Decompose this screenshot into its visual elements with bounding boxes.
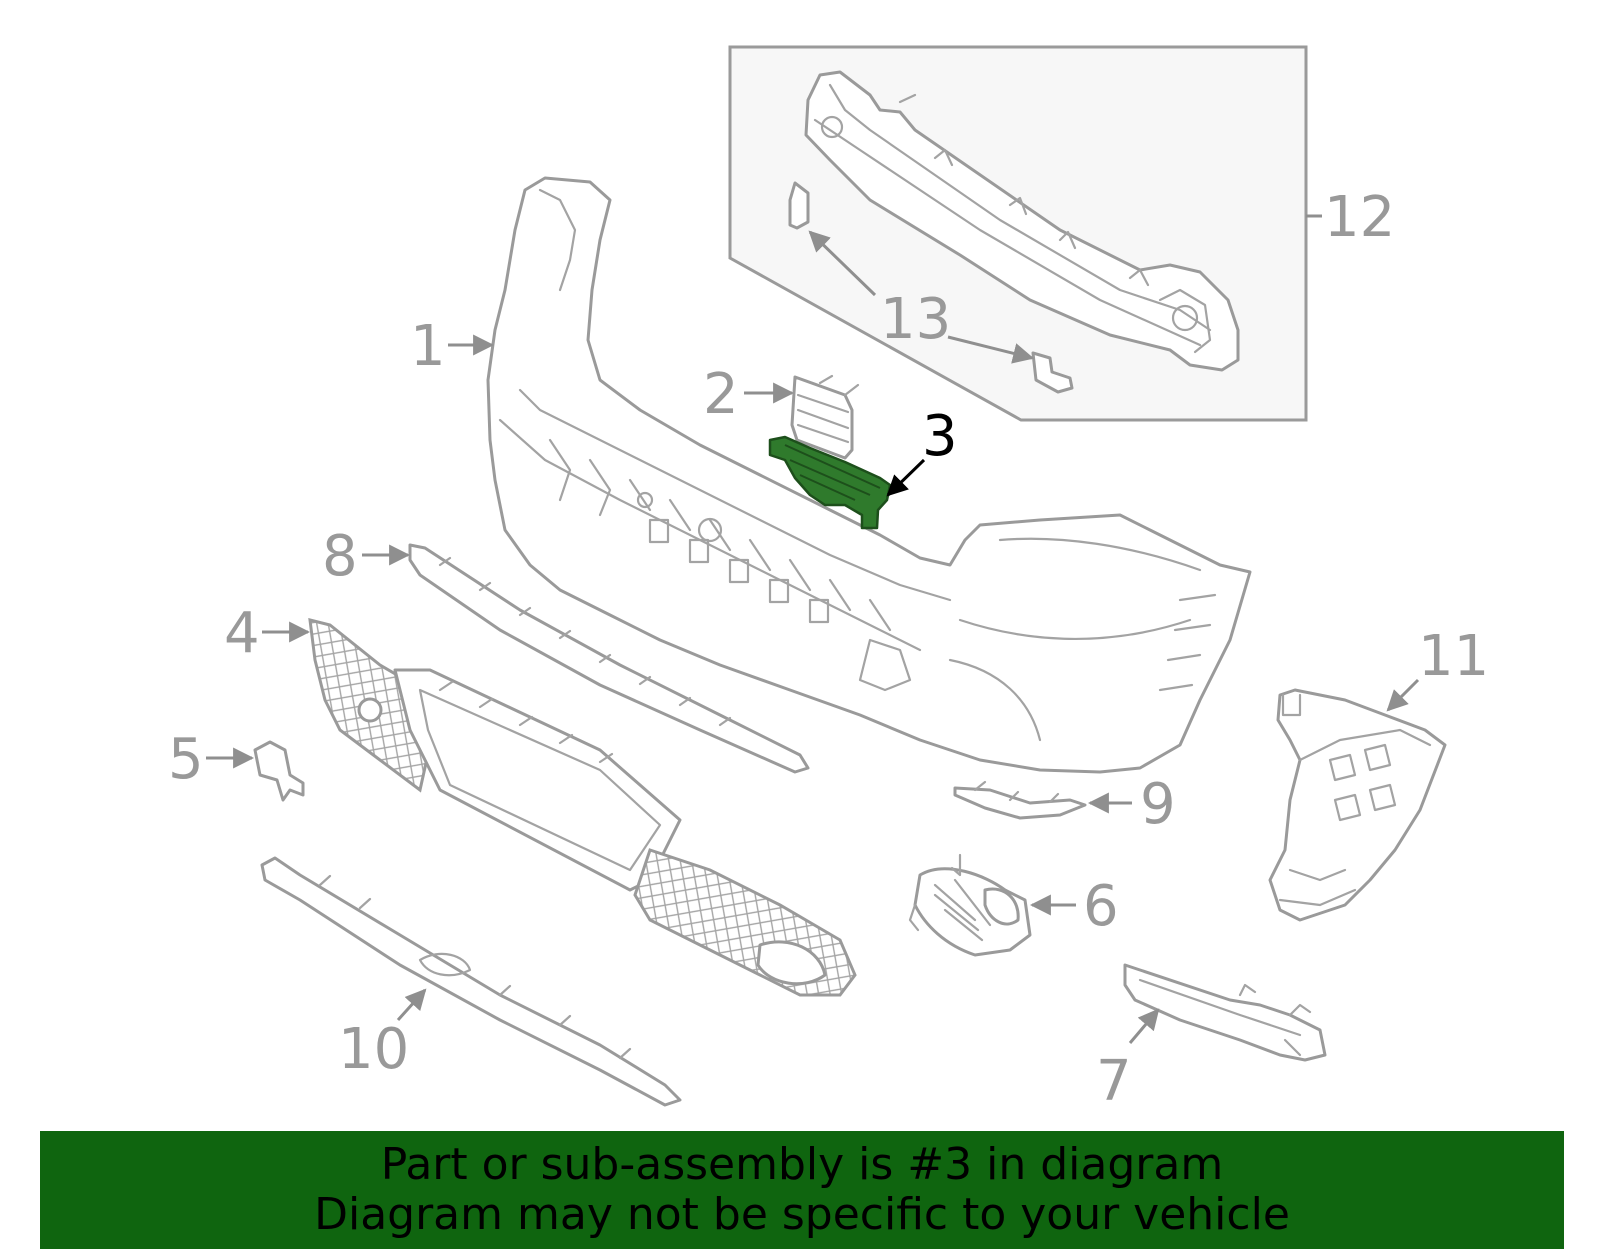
- callout-1: 1: [410, 314, 446, 379]
- callout-4: 4: [224, 601, 260, 666]
- part-2-bracket: [790, 374, 860, 460]
- callout-6: 6: [1083, 874, 1119, 939]
- part-9-trim: [953, 780, 1087, 820]
- part-7-side-bracket: [1123, 963, 1327, 1062]
- callout-12: 12: [1324, 185, 1395, 250]
- callout-8: 8: [322, 524, 358, 589]
- callout-2: 2: [703, 362, 739, 427]
- part-6-fog-bezel: [908, 853, 1032, 957]
- part-13-bracket-upper: [788, 181, 810, 230]
- callout-7: 7: [1096, 1049, 1132, 1114]
- part-10-lower-strip: [260, 856, 682, 1107]
- lower-grille-frame: [393, 668, 857, 997]
- info-banner: Part or sub-assembly is #3 in diagram Di…: [40, 1131, 1564, 1249]
- part-12-impact-bar: [804, 70, 1240, 372]
- part-5-clip: [253, 740, 305, 802]
- part-4-lower-grille: [308, 618, 442, 793]
- callout-labels: 1 2 3 4 5 6 7 8 9 10 11 12 13: [168, 185, 1489, 1114]
- callout-5: 5: [168, 727, 204, 792]
- callout-10: 10: [338, 1017, 409, 1082]
- part-13-bracket-lower: [1031, 351, 1074, 394]
- leader-lines: [206, 214, 1420, 1044]
- part-3-bracket-highlighted: [768, 435, 892, 530]
- part-11-corner-bracket: [1268, 688, 1447, 922]
- callout-3: 3: [922, 404, 958, 469]
- callout-13: 13: [880, 287, 951, 352]
- part-8-molding-strip: [408, 543, 810, 774]
- banner-line-2: Diagram may not be specific to your vehi…: [314, 1189, 1290, 1240]
- banner-line-1: Part or sub-assembly is #3 in diagram: [380, 1139, 1224, 1190]
- callout-11: 11: [1418, 624, 1489, 689]
- callout-9: 9: [1140, 772, 1176, 837]
- part-1-bumper-cover: [486, 176, 1252, 774]
